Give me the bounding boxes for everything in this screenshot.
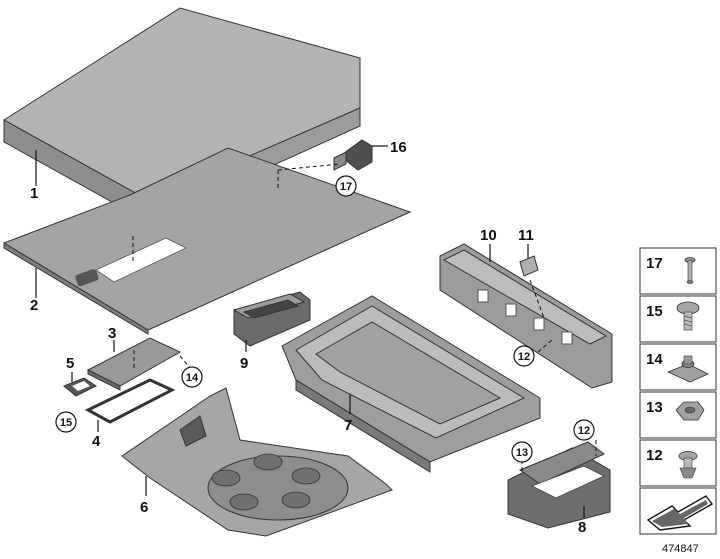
- callout-10: 10: [480, 227, 497, 244]
- part-5-bracket: [63, 377, 97, 397]
- part-4-seal-frame: [84, 378, 176, 424]
- part-16-bracket: [333, 139, 373, 171]
- part-9-storage-box: [232, 291, 311, 347]
- callout-16: 16: [390, 139, 407, 156]
- part-11-clip: [519, 255, 539, 277]
- callout-5: 5: [66, 355, 74, 372]
- part-2-floor-carpet: [2, 147, 412, 335]
- hex-nut-icon: [675, 401, 705, 421]
- part-6-spare-wheel-well: [121, 387, 393, 537]
- callout-1: 1: [30, 185, 38, 202]
- legend-label-12: 12: [646, 447, 663, 464]
- legend-label-17: 17: [646, 255, 663, 272]
- legend-label-14: 14: [646, 351, 663, 368]
- svg-text:12: 12: [518, 351, 530, 363]
- legend-label-15: 15: [646, 303, 663, 320]
- callout-2: 2: [30, 297, 38, 314]
- callout-7: 7: [344, 417, 352, 434]
- clip-nut-icon: [666, 355, 709, 383]
- part-7-trunk-tub: [281, 295, 541, 473]
- svg-text:14: 14: [186, 372, 199, 384]
- circled-callout-15: 15: [55, 411, 77, 433]
- screw-icon: [676, 301, 700, 331]
- callout-11: 11: [518, 227, 534, 244]
- callout-6: 6: [140, 499, 148, 516]
- svg-text:13: 13: [516, 447, 528, 459]
- part-3-cover-plate: [86, 337, 182, 391]
- part-10-rear-trim-panel: [439, 243, 613, 389]
- circled-callout-13: 13: [511, 441, 533, 463]
- leader-14: [179, 355, 191, 369]
- callout-8: 8: [578, 519, 586, 536]
- circled-callout-17: 17: [335, 175, 357, 197]
- leader-12a: [537, 339, 553, 353]
- small-parts-legend: 17 15 14 13 12: [639, 247, 717, 535]
- leader-16-17: [277, 163, 341, 171]
- circled-callout-12-panel: 12: [513, 345, 535, 367]
- reference-number: 474847: [662, 543, 699, 555]
- svg-text:17: 17: [340, 181, 352, 193]
- callout-3: 3: [108, 325, 116, 342]
- arrow-left-icon: [646, 495, 714, 531]
- pin-clip-icon: [684, 257, 696, 284]
- circled-callout-14: 14: [181, 366, 203, 388]
- callout-9: 9: [240, 355, 248, 372]
- svg-text:12: 12: [578, 425, 590, 437]
- expanding-rivet-icon: [678, 451, 698, 479]
- circled-callout-12-tray: 12: [573, 419, 595, 441]
- svg-text:15: 15: [60, 417, 72, 429]
- legend-label-13: 13: [646, 399, 663, 416]
- callout-4: 4: [92, 433, 101, 450]
